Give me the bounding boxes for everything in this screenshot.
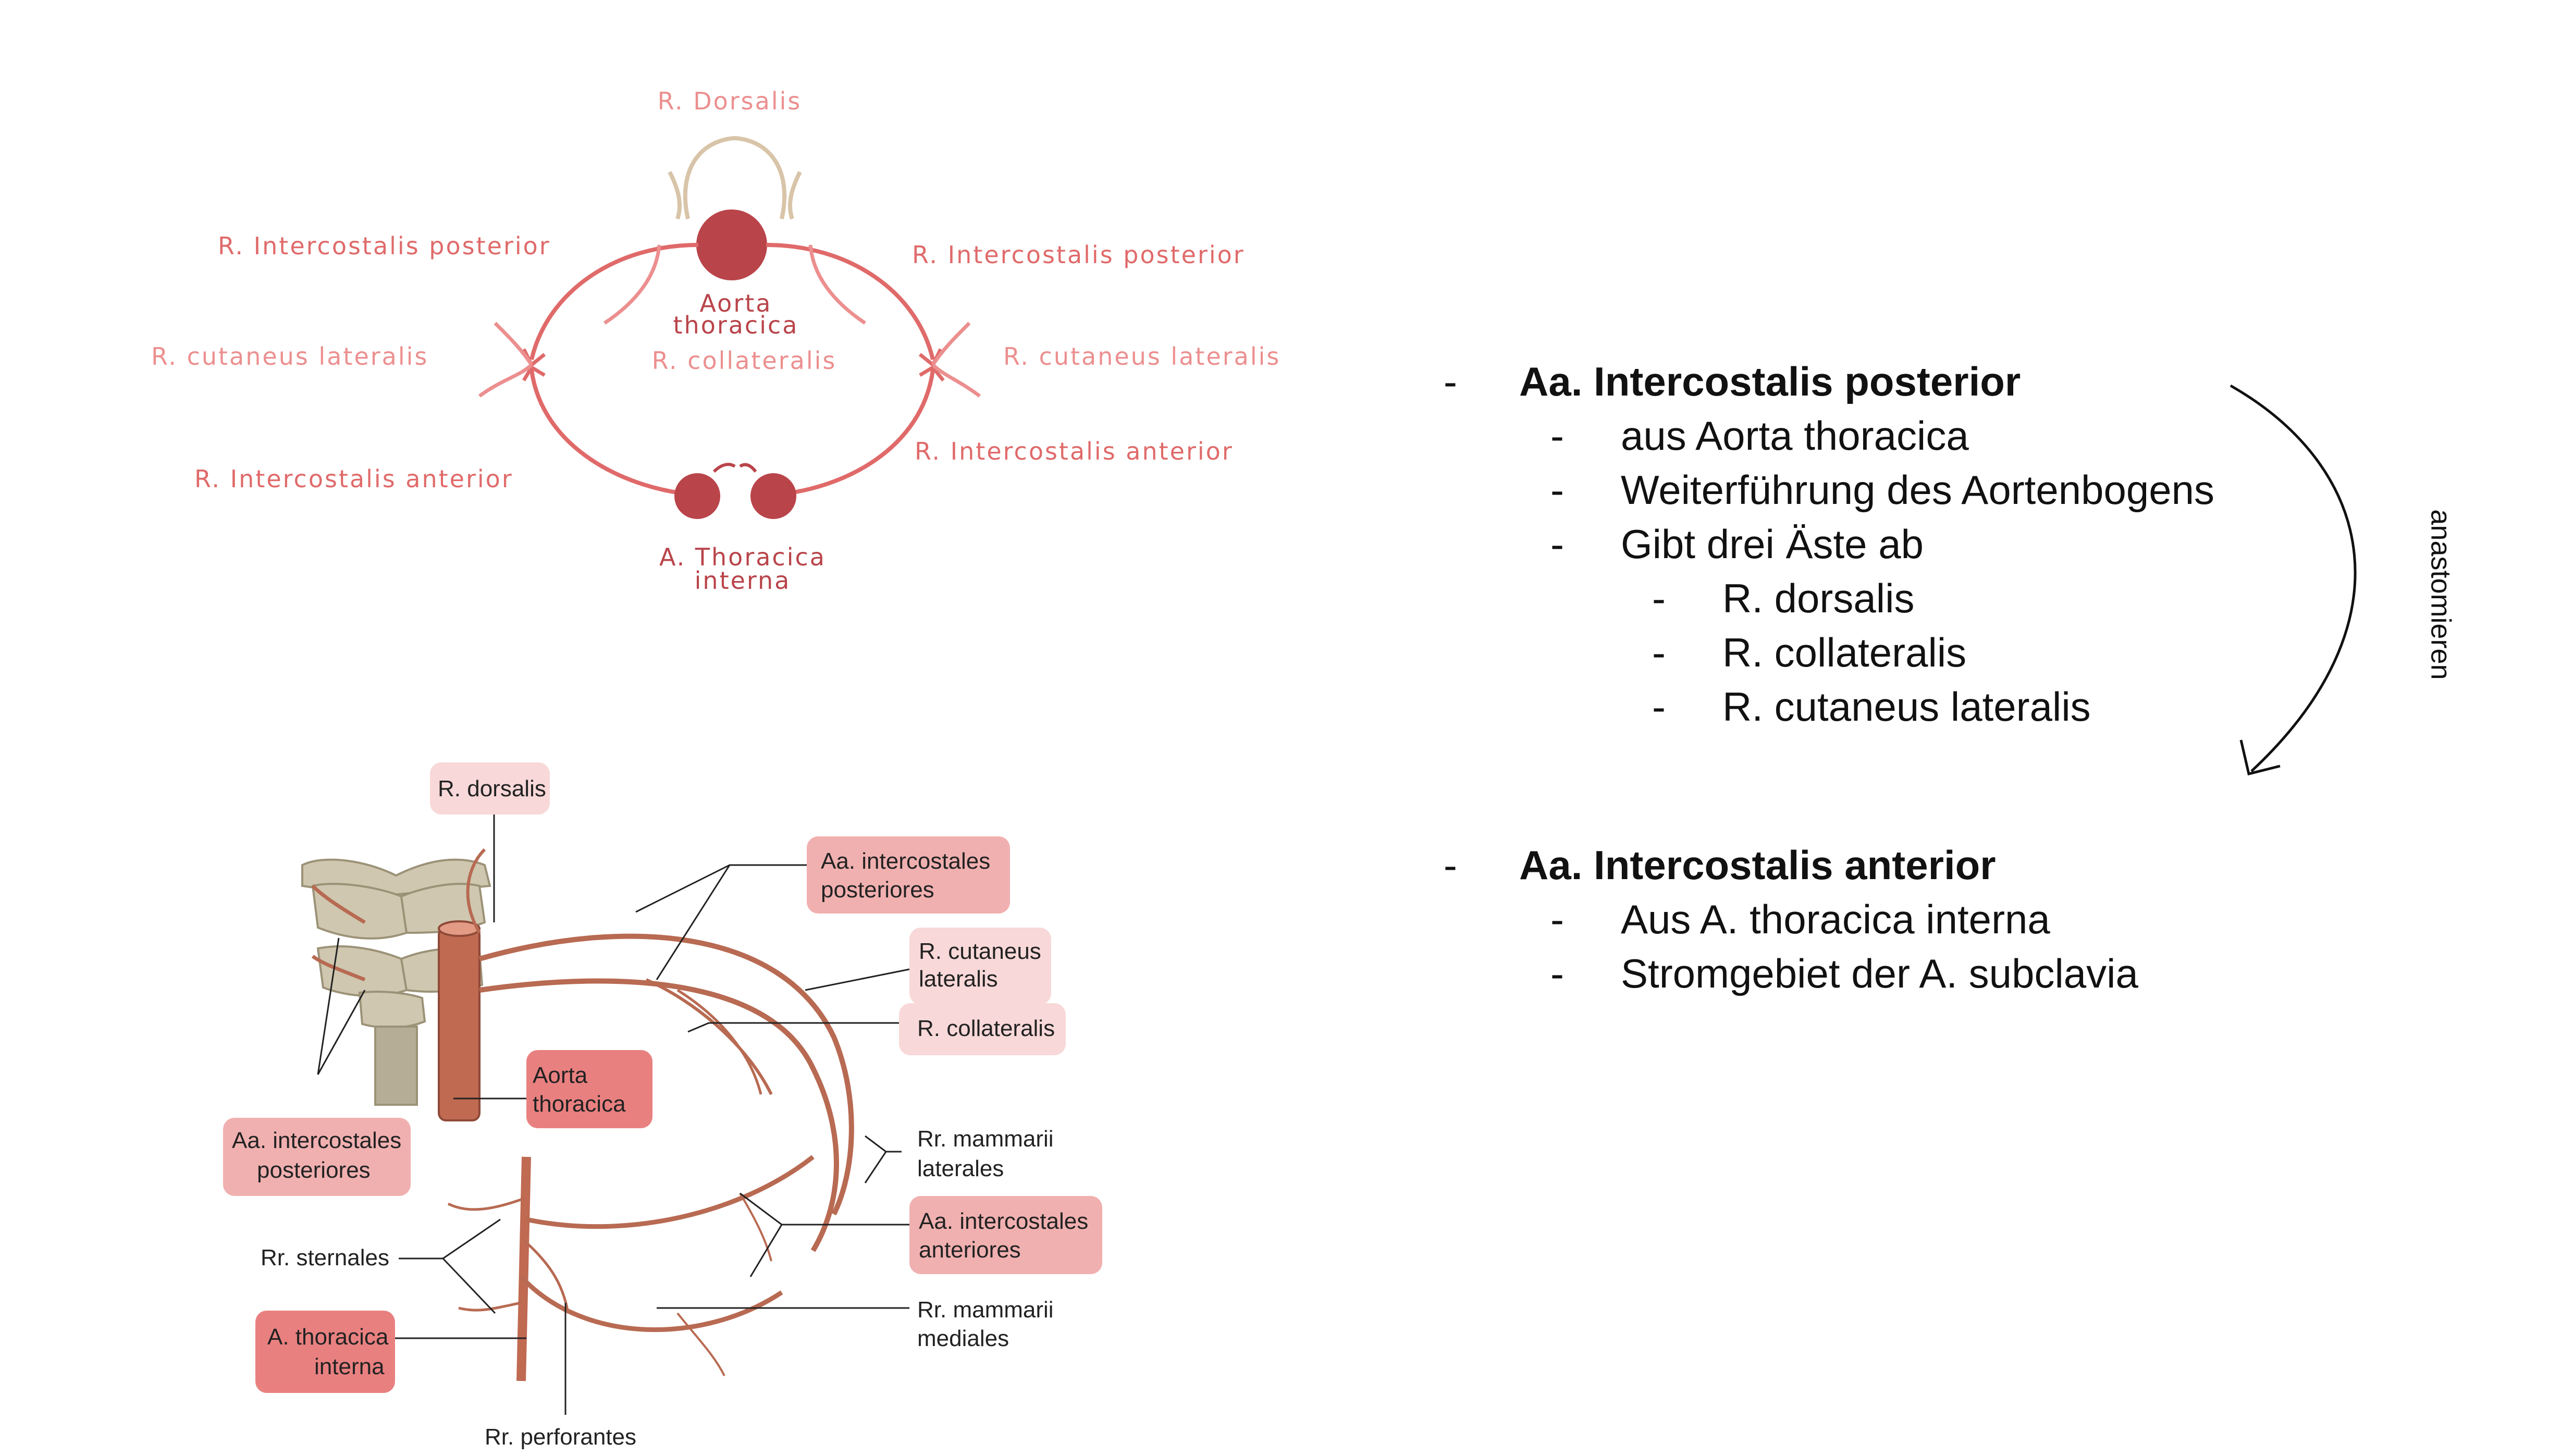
atlas-ic-post-left-1: Aa. intercostales [232, 1128, 401, 1153]
atlas-mamm-lat-2: laterales [917, 1156, 1004, 1181]
posterior-item-text: Weiterführung des Aortenbogens [1621, 467, 2214, 513]
thoracica-interna-vessel [516, 1156, 531, 1381]
label-thor-int-2: interna [695, 566, 791, 595]
label-ic-ant-left: R. Intercostalis anterior [194, 465, 513, 493]
label-aorta-1: Aorta [700, 289, 772, 317]
atlas-r-dorsalis: R. dorsalis [438, 776, 546, 801]
label-ic-ant-right: R. Intercostalis anterior [915, 437, 1234, 465]
label-aorta-2: thoracica [673, 311, 799, 339]
vertebral-column [301, 858, 491, 1106]
label-r-dorsalis: R. Dorsalis [658, 87, 802, 115]
atlas-ic-post-left-2: posteriores [257, 1157, 371, 1183]
atlas-aorta-2: thoracica [533, 1091, 626, 1117]
atlas-cut-lat-1: R. cutaneus [919, 939, 1041, 964]
arrow-label: anastomieren [2425, 509, 2457, 680]
bullet-dash: - [1652, 630, 1666, 675]
bullet-dash: - [1444, 842, 1457, 888]
bullet-dash: - [1652, 684, 1666, 730]
atlas-sternales: Rr. sternales [261, 1245, 389, 1270]
posterior-subitem-text: R. cutaneus lateralis [1722, 684, 2091, 730]
anterior-item-text: Aus A. thoracica interna [1621, 896, 2050, 942]
bullet-dash: - [1550, 896, 1564, 942]
label-thor-int-1: A. Thoracica [659, 543, 826, 571]
ic-ant-upper [526, 1155, 815, 1229]
bullet-dash: - [1652, 575, 1666, 621]
atlas-ic-post-top-2: posteriores [821, 877, 934, 903]
ring-right-anterior [771, 369, 935, 497]
thoracica-interna-left [674, 473, 720, 519]
ring-right-posterior [766, 243, 935, 360]
anterior-item-text: Stromgebiet der A. subclavia [1621, 951, 2138, 996]
box-collateralis [899, 1003, 1066, 1055]
box-ic-post-left [223, 1118, 411, 1196]
atlas-mamm-med-2: mediales [917, 1326, 1009, 1351]
atlas-perforantes: Rr. perforantes [485, 1424, 636, 1450]
atlas-mamm-med-1: Rr. mammarii [917, 1297, 1054, 1323]
ring-left-anterior [529, 369, 699, 497]
atlas-thor-int-2: interna [314, 1354, 385, 1379]
aorta-tube [438, 927, 481, 1121]
box-r-dorsalis [430, 762, 550, 815]
bullet-dash: - [1550, 467, 1564, 513]
posterior-item-text: aus Aorta thoracica [1621, 413, 1969, 459]
ic-ant-lower [519, 1275, 783, 1332]
aorta-circle [696, 209, 767, 280]
leader-lines [317, 807, 910, 1415]
label-ic-post-right: R. Intercostalis posterior [912, 241, 1245, 269]
atlas-thor-int-1: A. thoracica [267, 1324, 389, 1350]
atlas-ic-ant-1: Aa. intercostales [919, 1208, 1088, 1234]
atlas-aorta-1: Aorta [533, 1063, 588, 1088]
box-aorta [526, 1050, 652, 1128]
bullet-dash: - [1444, 359, 1457, 404]
ic-artery-lower [479, 978, 839, 1252]
label-ic-post-left: R. Intercostalis posterior [218, 232, 551, 260]
box-ic-post-top [807, 836, 1010, 914]
bullet-dash: - [1550, 521, 1564, 567]
posterior-item-text: Gibt drei Äste ab [1621, 521, 1924, 567]
box-thor-int [255, 1311, 395, 1393]
thoracica-interna-right [750, 473, 796, 519]
ring-left-posterior [529, 243, 699, 360]
bullet-dash: - [1550, 413, 1564, 459]
label-collateralis: R. collateralis [652, 347, 837, 375]
posterior-subitem-text: R. dorsalis [1722, 575, 1915, 621]
atlas-ic-post-top-1: Aa. intercostales [821, 848, 990, 874]
posterior-heading: Aa. Intercostalis posterior [1519, 359, 2021, 404]
bullet-dash: - [1550, 951, 1564, 996]
label-cut-lat-right: R. cutaneus lateralis [1003, 342, 1280, 371]
atlas-ic-ant-2: anteriores [919, 1237, 1021, 1263]
dorsal-arch [683, 135, 787, 219]
atlas-collateralis: R. collateralis [917, 1016, 1055, 1041]
box-ic-ant [909, 1196, 1102, 1274]
anterior-heading: Aa. Intercostalis anterior [1519, 842, 1996, 888]
anastomosis-arrow [2230, 384, 2357, 772]
label-cut-lat-left: R. cutaneus lateralis [151, 342, 428, 371]
atlas-cut-lat-2: lateralis [919, 966, 998, 992]
box-cut-lat [909, 928, 1051, 1005]
atlas-mamm-lat-1: Rr. mammarii [917, 1126, 1054, 1152]
posterior-subitem-text: R. collateralis [1722, 630, 1967, 675]
ic-artery-upper [478, 933, 854, 1216]
